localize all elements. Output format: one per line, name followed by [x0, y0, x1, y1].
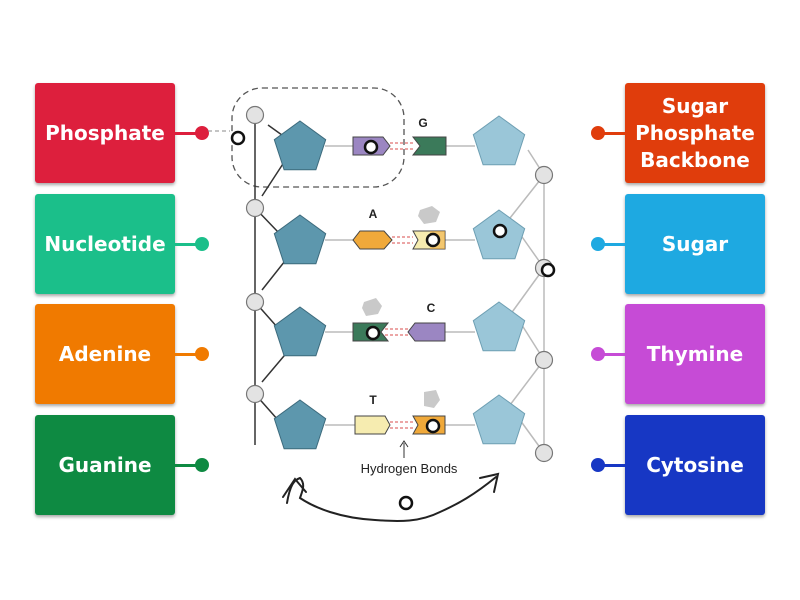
- phosphate-circle-2: [245, 292, 265, 312]
- label-connector-left-2: [175, 353, 202, 356]
- base-letter-c: C: [427, 301, 436, 315]
- label-text: Guanine: [58, 452, 152, 477]
- faded-base-marks: [362, 206, 440, 408]
- label-text: Sugar: [661, 231, 729, 256]
- adenine-base: [352, 230, 393, 250]
- label-card-left-0[interactable]: Phosphate: [35, 83, 175, 183]
- thymine-base: [354, 415, 391, 435]
- label-handle-left-0[interactable]: [195, 126, 209, 140]
- label-connector-right-2: [598, 353, 625, 356]
- label-card-left-2[interactable]: Adenine: [35, 304, 175, 404]
- handdrawn-arrowhead-left: [282, 477, 307, 498]
- label-connector-right-0: [598, 132, 625, 135]
- label-handle-right-0[interactable]: [591, 126, 605, 140]
- label-card-left-1[interactable]: Nucleotide: [35, 194, 175, 294]
- label-handle-left-2[interactable]: [195, 347, 209, 361]
- label-card-right-2[interactable]: Thymine: [625, 304, 765, 404]
- sugar-left-1: [273, 214, 327, 265]
- label-text: Thymine: [646, 341, 744, 366]
- base-stems: [325, 145, 475, 426]
- label-text: Adenine: [58, 341, 152, 366]
- label-handle-left-3[interactable]: [195, 458, 209, 472]
- base-letter-t: T: [369, 393, 377, 407]
- sugar-left-0: [273, 120, 327, 171]
- sugar-left-2: [273, 306, 327, 357]
- label-text: Sugar Phosphate Backbone: [635, 93, 755, 172]
- base-letter-a: A: [369, 207, 378, 221]
- label-text: Phosphate: [45, 120, 165, 145]
- guanine-base-top: [411, 136, 447, 156]
- sugar-left-3: [273, 399, 327, 450]
- drop-target[interactable]: [540, 262, 556, 278]
- right-backbone: [509, 149, 545, 454]
- phosphate-circle-0: [245, 105, 265, 125]
- drop-target[interactable]: [492, 223, 508, 239]
- label-card-right-0[interactable]: Sugar Phosphate Backbone: [625, 83, 765, 183]
- sugar-right-3: [472, 394, 526, 445]
- label-text: Nucleotide: [44, 231, 166, 256]
- label-text: Cytosine: [646, 452, 744, 477]
- label-connector-left-1: [175, 243, 202, 246]
- drop-target[interactable]: [230, 130, 246, 146]
- phosphate-circle-1: [245, 198, 265, 218]
- drop-target[interactable]: [365, 325, 381, 341]
- base-letter-g: G: [418, 116, 427, 130]
- phosphate-circle-7: [534, 443, 554, 463]
- sugar-right-2: [472, 301, 526, 352]
- label-connector-left-3: [175, 464, 202, 467]
- label-handle-right-2[interactable]: [591, 347, 605, 361]
- hydrogen-bonds: [385, 142, 413, 429]
- phosphate-circle-4: [534, 165, 554, 185]
- label-handle-right-1[interactable]: [591, 237, 605, 251]
- label-connector-right-1: [598, 243, 625, 246]
- phosphate-circle-3: [245, 384, 265, 404]
- handdrawn-curve: [286, 476, 497, 523]
- drop-targets[interactable]: [230, 130, 556, 511]
- drop-target[interactable]: [425, 232, 441, 248]
- label-card-right-1[interactable]: Sugar: [625, 194, 765, 294]
- hydrogen-bonds-arrowhead: [399, 440, 409, 448]
- phosphate-circle-6: [534, 350, 554, 370]
- handdrawn-arrowhead-right: [479, 472, 500, 493]
- label-connector-right-3: [598, 464, 625, 467]
- label-handle-right-3[interactable]: [591, 458, 605, 472]
- label-handle-left-1[interactable]: [195, 237, 209, 251]
- sugar-right-0: [472, 115, 526, 166]
- drop-target[interactable]: [398, 495, 414, 511]
- cytosine-base: [407, 322, 446, 342]
- drop-target[interactable]: [425, 418, 441, 434]
- hydrogen-bonds-caption: Hydrogen Bonds: [361, 461, 458, 476]
- drop-target[interactable]: [363, 139, 379, 155]
- label-connector-left-0: [175, 132, 202, 135]
- label-card-right-3[interactable]: Cytosine: [625, 415, 765, 515]
- label-card-left-3[interactable]: Guanine: [35, 415, 175, 515]
